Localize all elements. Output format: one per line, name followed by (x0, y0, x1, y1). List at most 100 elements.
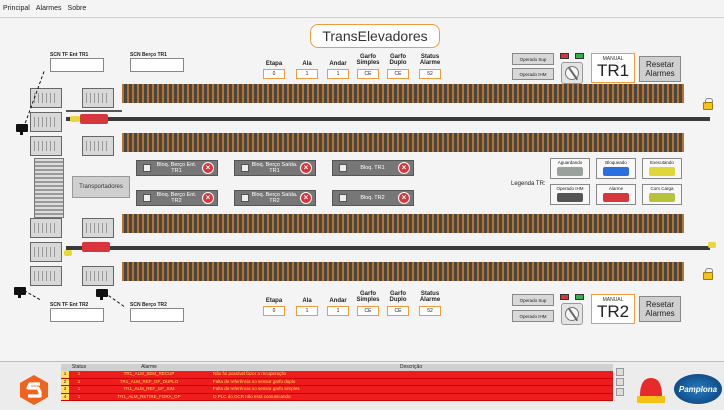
conveyor-cell-2 (30, 112, 62, 132)
bloq-tr1-checkbox[interactable] (339, 164, 347, 172)
tr2-garfo-duplo-label: Garfo Duplo (389, 291, 407, 303)
tr1-status-alarme-value: 52 (419, 69, 441, 79)
alarm-header-descricao: Descrição (399, 364, 423, 370)
tr2-vehicle-tag (64, 250, 72, 256)
menu-bar: Principal Alarmes Sobre (0, 0, 724, 18)
legend-executando: Executando (642, 158, 682, 179)
conveyor-cell-6 (30, 266, 62, 286)
tr2-etapa-label: Etapa (265, 298, 283, 304)
alarm-table-header: Status Alarme Descrição (61, 364, 613, 371)
scn-berco-tr2-field (130, 308, 184, 322)
tr1-operado-sup-button[interactable]: Operado Sup (512, 53, 554, 65)
tr1-ala-label: Ala (302, 61, 312, 67)
alarm-clear-icon[interactable] (616, 388, 624, 396)
scn-tf-ent-tr2-label: SCN TF Ent TR2 (50, 302, 89, 308)
vehicle-icon (603, 167, 629, 176)
tr1-reset-alarms-button[interactable]: Resetar Alarmes (639, 56, 681, 82)
tr1-garfo-duplo-label: Garfo Duplo (389, 54, 407, 66)
camera-tr2-entry-icon (14, 287, 26, 298)
conveyor-cell-10 (82, 266, 114, 286)
siren-icon[interactable] (636, 372, 666, 406)
conveyor-cell-4 (30, 218, 62, 238)
camera-tr2-berco-icon (96, 289, 108, 300)
menu-principal[interactable]: Principal (3, 5, 30, 12)
scn-tf-ent-tr1-label: SCN TF Ent TR1 (50, 52, 89, 58)
tr1-red-led (560, 53, 569, 59)
tr2-reset-alarms-button[interactable]: Resetar Alarmes (639, 296, 681, 322)
bloq-tr2-button[interactable]: Bloq. TR2 × (332, 190, 414, 206)
tr1-vehicle[interactable] (80, 114, 108, 124)
bloq-tr2-label: Bloq. TR2 (360, 195, 385, 201)
legend-aguardando-label: Aguardando (557, 160, 583, 165)
tr2-operado-ihm-button[interactable]: Operado IHM (512, 310, 554, 322)
bloq-berco-ent-tr2-label: Bloq. Berço Ent. TR2 (156, 192, 197, 204)
legend-alarme: Alarme (596, 184, 636, 205)
alarm-header-alarme: Alarme (141, 364, 157, 370)
tr1-rail (66, 117, 710, 121)
bloq-berco-saida-tr2-button[interactable]: Bloq. Berço Saída. TR2 × (234, 190, 316, 206)
table-row[interactable]: 4 1 TR1_ALM_RETIRE_FORA_OP O PLC do OCR … (61, 393, 613, 401)
tr2-vehicle[interactable] (82, 242, 110, 252)
tr1-status-alarme-label: Status Alarme (419, 54, 441, 66)
tr1-andar-value: 1 (327, 69, 349, 79)
alarm-header-status: Status (71, 364, 87, 370)
alarm-side-icons (616, 368, 624, 398)
tr2-rail (66, 246, 710, 250)
tr2-lock-icon[interactable] (703, 268, 713, 280)
legend-com-carga-label: Com Carga (650, 186, 674, 191)
alarm-list-icon[interactable] (616, 368, 624, 376)
main-screen: TransElevadores SCN TF Ent TR1 SCN Berço… (0, 18, 724, 410)
vehicle-icon (603, 193, 629, 202)
scn-berco-tr1-field (130, 58, 184, 72)
menu-sobre[interactable]: Sobre (67, 5, 87, 12)
bloq-berco-ent-tr1-label: Bloq. Berço Ent. TR1 (156, 162, 197, 174)
tr1-lower-rack (122, 133, 684, 152)
bloq-berco-saida-tr1-checkbox[interactable] (241, 164, 249, 172)
table-row[interactable]: 2 1 TR1_ALM_REF_GF_DUPLO Falta de referê… (61, 378, 613, 386)
alarm-row-index: 1 (61, 371, 69, 378)
tr2-garfo-duplo-value: CE (387, 306, 409, 316)
bloq-berco-ent-tr1-button[interactable]: Bloq. Berço Ent. TR1 × (136, 160, 218, 176)
alarm-row-status: 1 (77, 393, 81, 399)
tr1-lock-icon[interactable] (703, 98, 713, 110)
company-logo-icon (20, 375, 48, 405)
tr1-mode-name: TR1 (596, 61, 630, 80)
tr2-mode-switch[interactable] (561, 303, 583, 325)
bloq-tr2-checkbox[interactable] (339, 194, 347, 202)
legend-aguardando: Aguardando (550, 158, 590, 179)
bloq-berco-ent-tr2-button[interactable]: Bloq. Berço Ent. TR2 × (136, 190, 218, 206)
legend-operado-ihm-label: Operado IHM (556, 186, 584, 191)
bloq-berco-saida-tr1-label: Bloq. Berço Saída. TR1 (251, 162, 298, 174)
conveyor-cell-3 (30, 136, 62, 156)
alarm-ack-icon[interactable] (616, 378, 624, 386)
table-row[interactable]: 3 1 TR1_ALM_REF_GF_SIM Falta de referênc… (61, 386, 613, 394)
tr1-mode-switch[interactable] (561, 62, 583, 84)
bloq-tr1-label: Bloq. TR1 (360, 165, 385, 171)
table-row[interactable]: 1 1 TR1_ALM_SEM_RECUP Não foi possível f… (61, 371, 613, 379)
legend-operado-ihm: Operado IHM (550, 184, 590, 205)
scn-berco-tr2-label: SCN Berço TR2 (130, 302, 167, 308)
alarm-row-alarme: TR1_ALM_REF_GF_SIM (123, 386, 175, 391)
tr1-etapa-value: 0 (263, 69, 285, 79)
tr2-mode-name: TR2 (596, 302, 630, 321)
close-icon: × (398, 162, 410, 174)
tr2-operado-sup-button[interactable]: Operado Sup (512, 294, 554, 306)
tr1-mode-box: MANUAL TR1 (591, 53, 635, 83)
legend-bloqueado-label: Bloqueado (605, 160, 627, 165)
legend-com-carga: Com Carga (642, 184, 682, 205)
tr2-andar-label: Andar (329, 298, 347, 304)
bloq-berco-ent-tr2-checkbox[interactable] (143, 194, 151, 202)
bloq-berco-saida-tr2-checkbox[interactable] (241, 194, 249, 202)
alarm-row-index: 3 (61, 386, 69, 393)
bloq-berco-saida-tr1-button[interactable]: Bloq. Berço Saída. TR1 × (234, 160, 316, 176)
alarm-row-descricao: Não foi possível fazer a recuperação (213, 371, 287, 376)
transportadores-button[interactable]: Transportadores (72, 176, 130, 198)
menu-alarmes[interactable]: Alarmes (35, 5, 62, 12)
close-icon: × (202, 162, 214, 174)
tr1-operado-ihm-button[interactable]: Operado IHM (512, 68, 554, 80)
bloq-tr1-button[interactable]: Bloq. TR1 × (332, 160, 414, 176)
alarm-row-descricao: Falta de referência no sensor garfo simp… (213, 386, 300, 391)
tr2-ala-value: 1 (296, 306, 318, 316)
tr2-red-led (560, 294, 569, 300)
bloq-berco-ent-tr1-checkbox[interactable] (143, 164, 151, 172)
